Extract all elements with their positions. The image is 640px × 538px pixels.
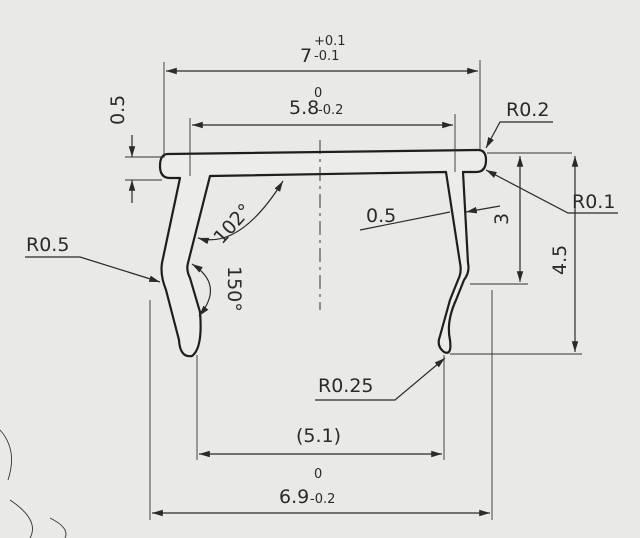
label-height-45: 4.5 — [549, 245, 571, 275]
label-top-width-nominal: 5.8 — [289, 97, 319, 119]
label-top-width-upper-tol: 0 — [314, 86, 322, 101]
label-angle-150: 150° — [223, 266, 245, 312]
label-top-width-lower-tol: -0.2 — [318, 103, 343, 118]
profile-outline — [158, 148, 488, 358]
label-bottom-width-nominal: 6.9 — [279, 486, 309, 508]
label-bottom-width-upper-tol: 0 — [314, 467, 322, 482]
arc-angle-102 — [197, 180, 284, 245]
label-flange-thickness: 0.5 — [107, 95, 129, 125]
leader-r025 — [315, 357, 446, 401]
label-bottom-width-lower-tol: -0.2 — [310, 492, 335, 507]
leader-r05 — [25, 256, 161, 283]
dim-line-wall-right — [465, 205, 501, 214]
label-radius-r01: R0.1 — [572, 191, 615, 213]
label-overall-width-upper-tol: +0.1 — [314, 34, 346, 49]
arc-angle-150 — [191, 263, 212, 317]
leader-r01 — [485, 169, 618, 214]
label-radius-r05: R0.5 — [26, 234, 69, 256]
dim-line-wall-left — [359, 211, 451, 231]
label-radius-r02: R0.2 — [506, 99, 549, 121]
label-ref-width: (5.1) — [296, 425, 341, 447]
label-overall-width-nominal: 7 — [300, 45, 312, 67]
leader-r02 — [485, 121, 553, 149]
label-height-3: 3 — [491, 213, 513, 225]
edge-doodle — [0, 429, 67, 538]
label-wall-thickness: 0.5 — [366, 205, 396, 227]
label-overall-width-lower-tol: -0.1 — [314, 49, 339, 64]
label-radius-r025: R0.25 — [318, 375, 374, 397]
